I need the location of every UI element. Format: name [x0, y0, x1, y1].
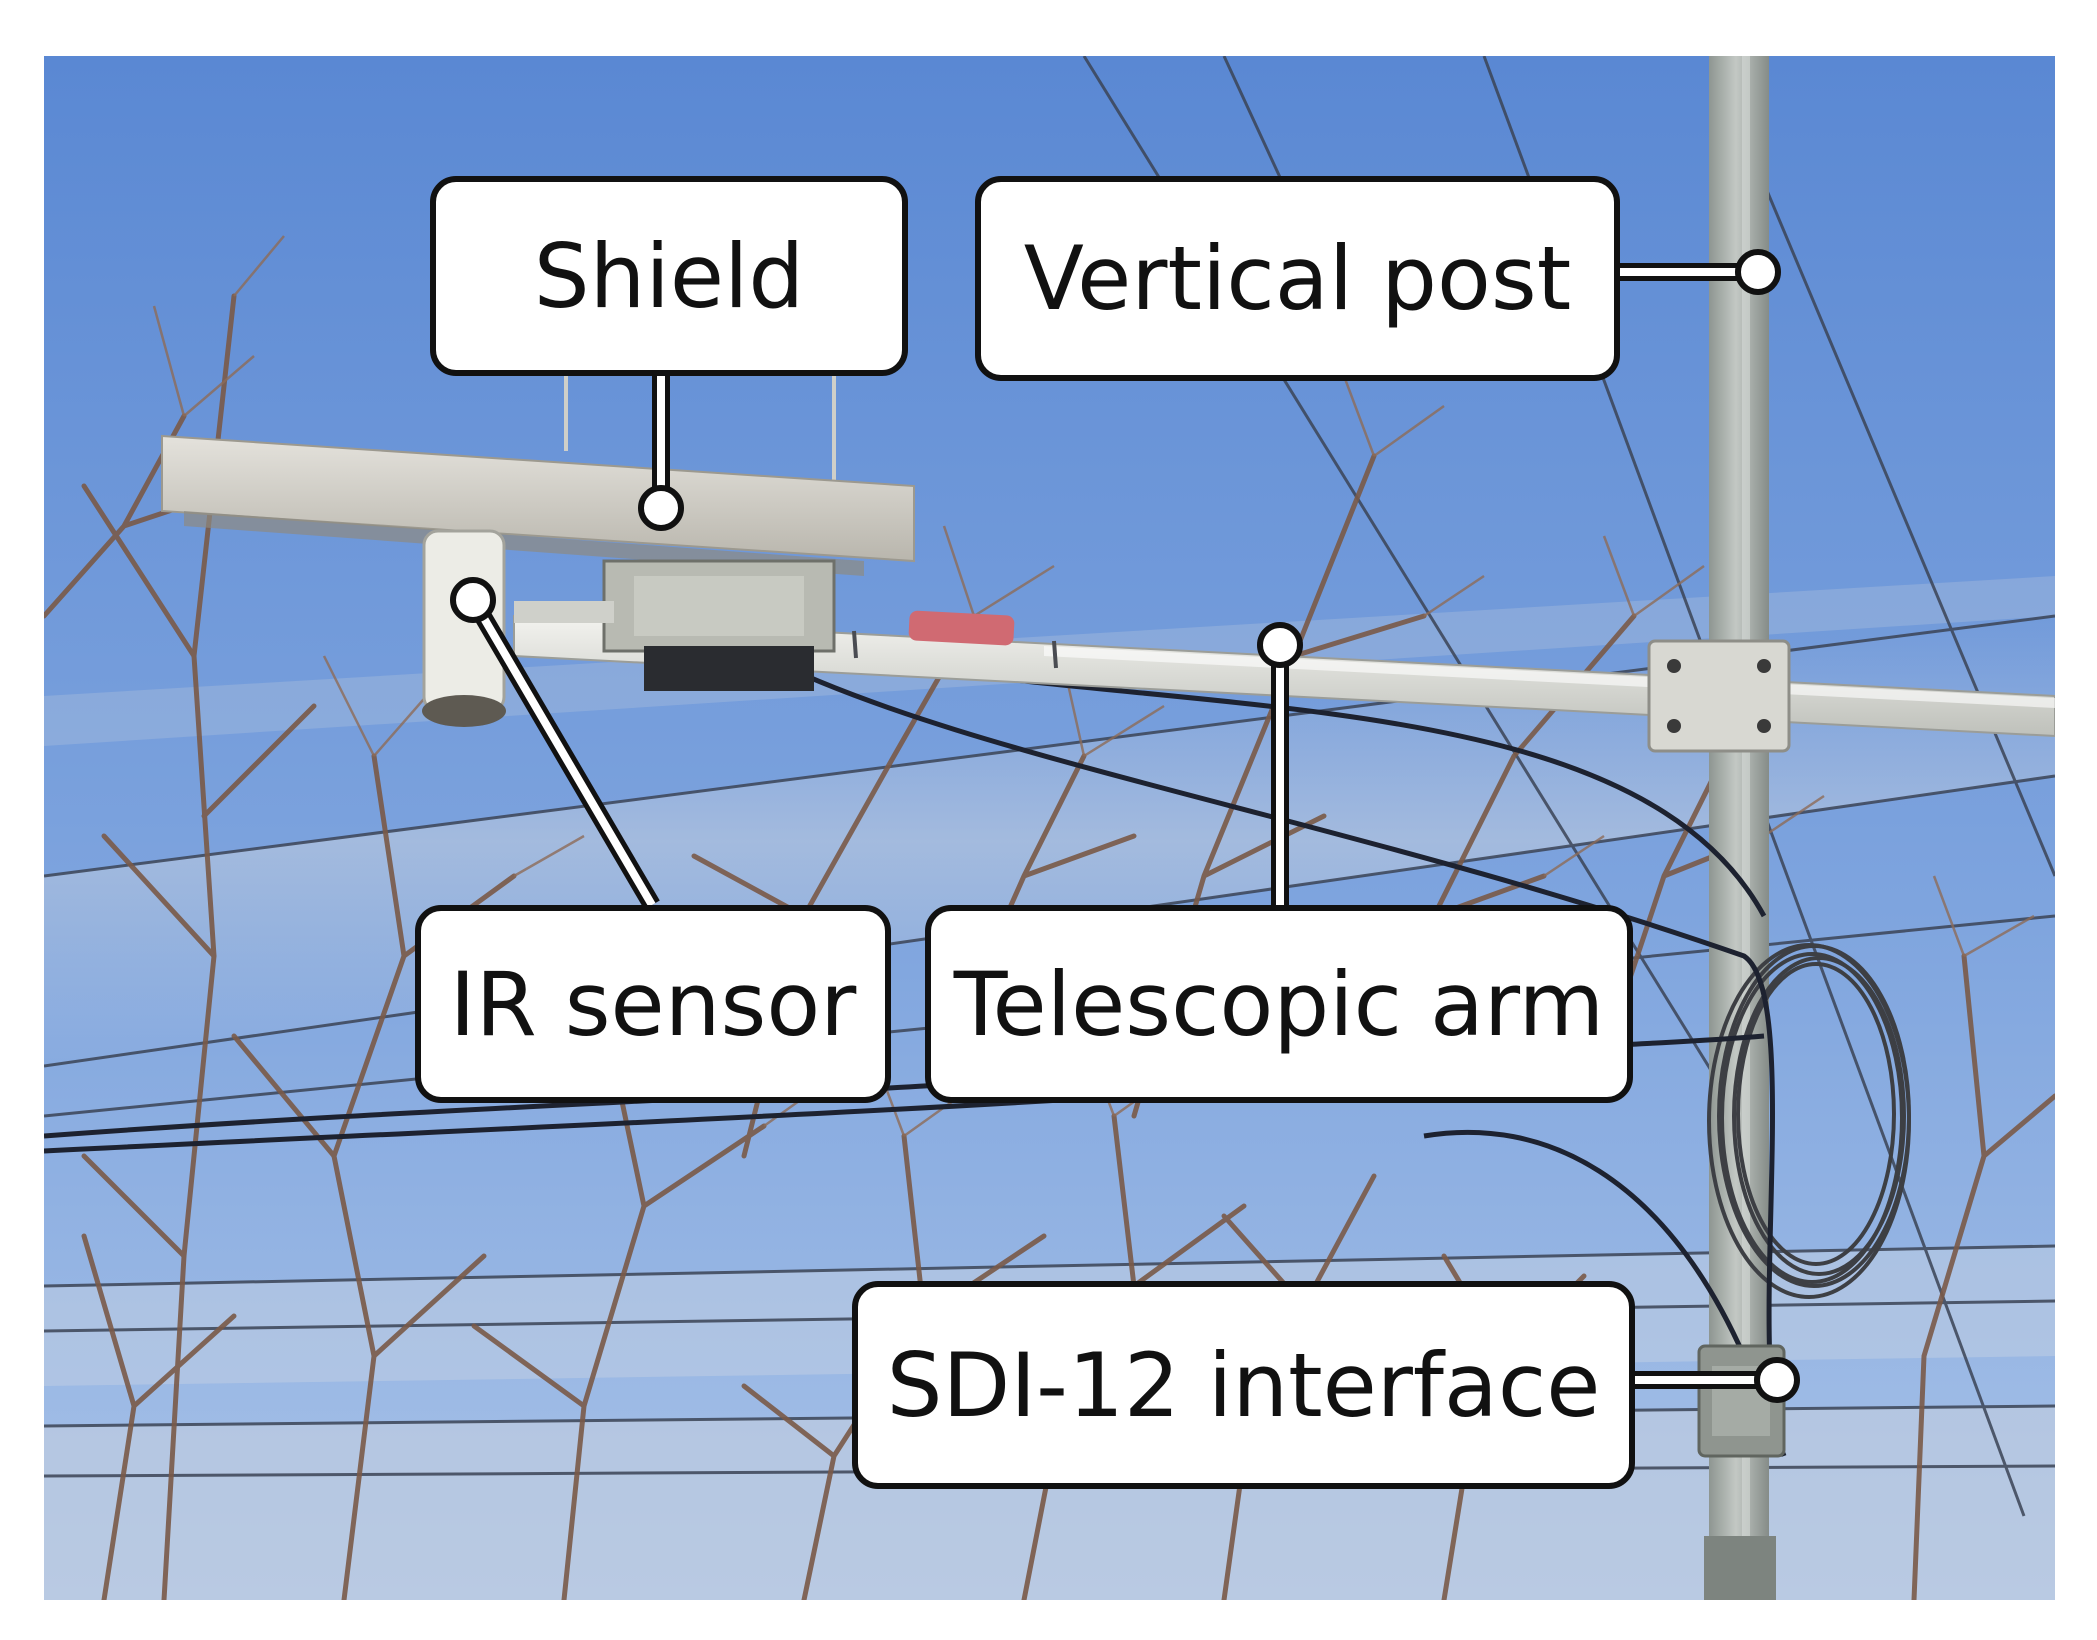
mounting-bracket	[1647, 639, 1791, 753]
shield-label-text: Shield	[533, 224, 805, 328]
vertical-post-label: Vertical post	[975, 176, 1620, 381]
telescopic-arm-label-text: Telescopic arm	[953, 952, 1605, 1056]
sdi12-interface-label: SDI-12 interface	[852, 1281, 1635, 1489]
sdi12-anchor-dot	[1754, 1357, 1800, 1403]
telescopic-arm-anchor-dot	[1257, 622, 1303, 668]
vertical-post-anchor-dot	[1735, 249, 1781, 295]
sdi12-interface-label-text: SDI-12 interface	[886, 1333, 1601, 1437]
ir-sensor-label-text: IR sensor	[449, 952, 857, 1056]
shield-anchor-dot	[638, 485, 684, 531]
vertical-post-label-text: Vertical post	[1023, 227, 1572, 330]
ir-sensor-label: IR sensor	[415, 905, 891, 1103]
ir-sensor-anchor-dot	[450, 577, 496, 623]
cable-coil	[1707, 943, 1911, 1299]
shield-label: Shield	[430, 176, 908, 376]
telescopic-arm-label: Telescopic arm	[925, 905, 1633, 1103]
shield-assembly	[161, 356, 915, 727]
